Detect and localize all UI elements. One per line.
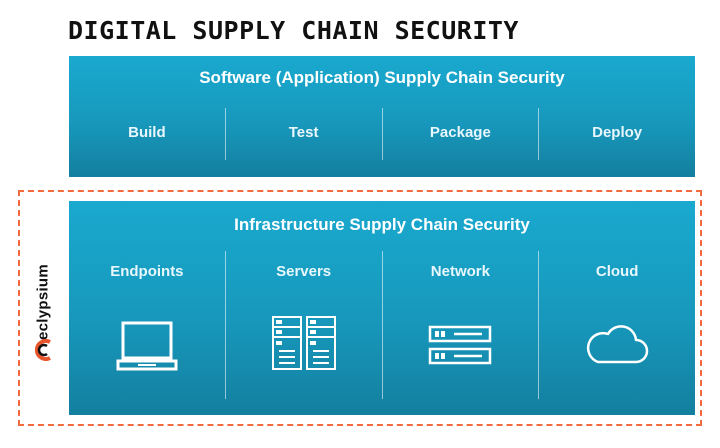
item-label: Servers xyxy=(276,263,332,280)
infrastructure-items: Endpoints Servers xyxy=(69,251,695,399)
logo-text: eclypsium xyxy=(34,263,52,341)
infrastructure-supply-chain-panel: Infrastructure Supply Chain Security End… xyxy=(69,201,695,415)
eclypsium-coverage-border xyxy=(18,190,702,426)
stage-deploy: Deploy xyxy=(538,108,695,160)
item-label: Network xyxy=(430,263,490,280)
software-supply-chain-panel: Software (Application) Supply Chain Secu… xyxy=(69,56,695,177)
stage-label: Build xyxy=(128,124,166,141)
item-cloud: Cloud xyxy=(538,251,695,399)
infrastructure-panel-title: Infrastructure Supply Chain Security xyxy=(234,215,530,234)
stage-build: Build xyxy=(69,108,225,160)
stage-label: Test xyxy=(288,124,319,141)
stage-label: Deploy xyxy=(592,124,643,141)
servers-icon xyxy=(271,316,336,370)
item-label: Endpoints xyxy=(110,263,184,280)
cloud-icon xyxy=(587,325,649,364)
item-label: Cloud xyxy=(595,263,639,280)
eclypsium-mark-icon xyxy=(34,339,51,361)
diagram-title: DIGITAL SUPPLY CHAIN SECURITY xyxy=(68,16,519,45)
laptop-icon xyxy=(116,321,178,371)
stage-package: Package xyxy=(381,108,539,160)
item-endpoints: Endpoints xyxy=(69,251,225,399)
item-network: Network xyxy=(381,251,539,399)
software-stages: Build Test Package Deploy xyxy=(69,108,695,160)
network-icon xyxy=(429,325,492,365)
eclypsium-logo: eclypsium xyxy=(16,262,70,362)
stage-label: Package xyxy=(429,124,491,141)
stage-test: Test xyxy=(224,108,382,160)
software-panel-title: Software (Application) Supply Chain Secu… xyxy=(199,68,565,87)
item-servers: Servers xyxy=(224,251,382,399)
